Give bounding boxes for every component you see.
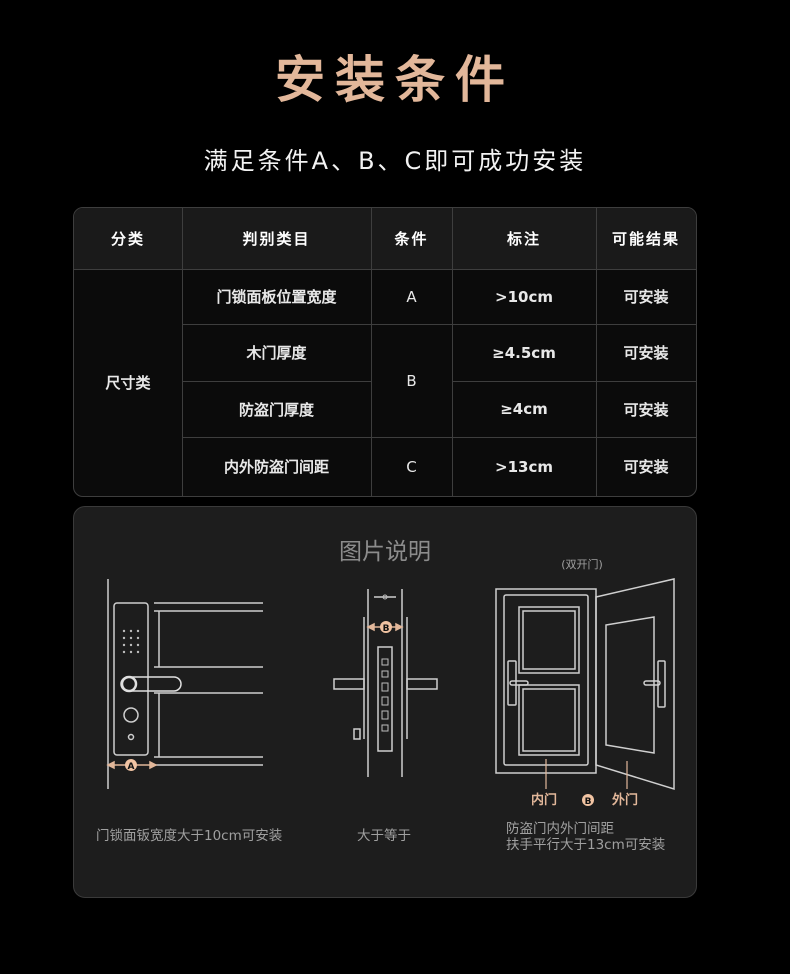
category-cell: 尺寸类 (105, 374, 151, 392)
lock-panel-width-diagram: A (106, 579, 263, 789)
header-condition: 条件 (394, 230, 429, 248)
table-row-result: 可安装 (623, 344, 669, 362)
marker-a: A (128, 762, 135, 772)
outer-door-label: 外门 (611, 792, 638, 808)
table-row-condition: C (406, 457, 417, 476)
page-subtitle: 满足条件A、B、C即可成功安装 (203, 147, 587, 175)
grid-line (74, 269, 696, 270)
grid-line (182, 437, 696, 438)
header-result: 可能结果 (611, 230, 680, 248)
table-header (74, 208, 696, 269)
table-row-item: 内外防盗门间距 (223, 458, 329, 476)
table-row-note: ≥4.5cm (492, 343, 556, 362)
page-title: 安装条件 (275, 51, 515, 109)
door-thickness-diagram: B (333, 589, 438, 777)
table-row-item: 门锁面板位置宽度 (216, 288, 337, 306)
grid-line (452, 208, 453, 496)
grid-line (371, 208, 372, 496)
illustration-panel: 图片说明 A (73, 506, 697, 898)
marker-b: B (383, 624, 390, 634)
inner-door-label: 内门 (531, 792, 557, 808)
header-note: 标注 (506, 230, 541, 248)
double-door-diagram: (双开门) 内门 B 外门 (495, 557, 675, 808)
table-row-item: 防盗门厚度 (238, 400, 314, 419)
illustration-title: 图片说明 (339, 539, 431, 565)
table-row-condition: A (406, 287, 417, 306)
table-row-note: >10cm (495, 287, 553, 306)
header-category: 分类 (110, 230, 145, 248)
table-row-result: 可安装 (623, 400, 669, 419)
caption-b: 大于等于 (357, 828, 411, 844)
table-row-condition: B (406, 371, 417, 390)
caption-a: 门锁面钣宽度大于10cm可安装 (96, 828, 283, 844)
marker-b-door: B (585, 797, 592, 807)
table-row-note: >13cm (495, 457, 553, 476)
caption-c-line2: 扶手平行大于13cm可安装 (506, 837, 666, 853)
caption-c-line1: 防盗门内外门间距 (506, 821, 614, 837)
table-row-item: 木门厚度 (246, 344, 307, 362)
double-door-note: (双开门) (561, 557, 603, 571)
table-row-result: 可安装 (623, 288, 669, 306)
header-item: 判别类目 (242, 230, 311, 248)
grid-line (452, 381, 696, 382)
grid-line (182, 208, 183, 496)
table-row-result: 可安装 (623, 458, 669, 476)
grid-line (596, 208, 597, 496)
grid-line (182, 381, 371, 382)
conditions-table: 分类 判别类目 条件 标注 可能结果 尺寸类 门锁面板位置宽度 A >10cm … (73, 207, 697, 497)
table-row-note: ≥4cm (500, 400, 548, 418)
grid-line (182, 324, 696, 325)
